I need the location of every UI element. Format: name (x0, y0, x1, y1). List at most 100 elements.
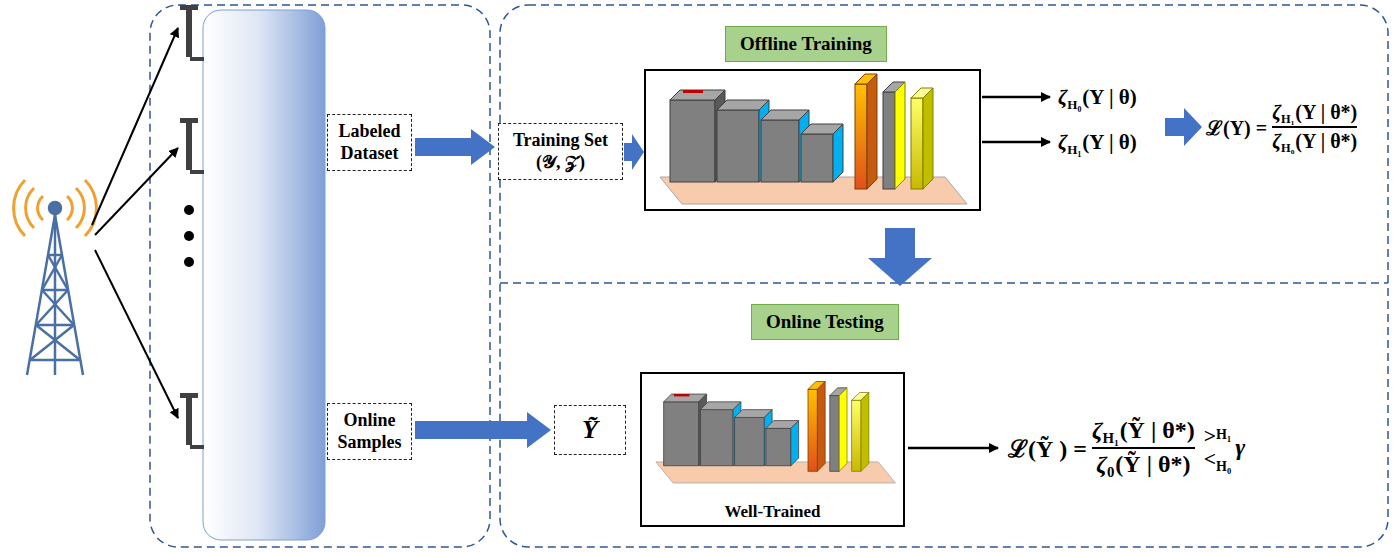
math-text: (Ỹ | θ*) (1120, 417, 1195, 445)
math-text: ℒ(Y) = (1206, 114, 1267, 141)
antennas (186, 5, 192, 57)
radio-waves (76, 188, 84, 228)
math-text: ζ (1058, 130, 1067, 155)
tower (42, 290, 74, 325)
antennas (190, 57, 204, 61)
math-text: ζ (1096, 451, 1107, 479)
radio-waves (26, 188, 34, 228)
tower (36, 324, 74, 327)
node-text: Online Testing (766, 311, 884, 333)
tower (36, 290, 68, 325)
flow-arrows (868, 228, 932, 286)
tower (42, 255, 62, 290)
math-text: H₀ (1281, 141, 1294, 155)
fraction: ζH₁(Y | θ*)ζH₀(Y | θ*) (1272, 101, 1357, 153)
fraction-bar (1092, 447, 1195, 449)
signal-arrows (92, 28, 178, 418)
radio-waves (14, 180, 97, 236)
tower (27, 202, 83, 375)
tower (49, 202, 61, 214)
radio-waves (14, 180, 25, 236)
antennas (184, 205, 194, 215)
math-term: ζ0(Ỹ | θ*) (1096, 451, 1190, 479)
input-box: Ỹ (554, 405, 626, 455)
math-term: ζH₁(Y | θ*) (1272, 101, 1357, 124)
decision-row: >H₁ (1204, 425, 1231, 448)
antennas (180, 118, 198, 123)
math-text: ζ (1058, 85, 1067, 110)
formula: ℒ(Y) =ζH₁(Y | θ*)ζH₀(Y | θ*) (1206, 101, 1362, 153)
math-term: ζH₀(Y | θ) (1058, 85, 1137, 110)
output-arrows (908, 447, 998, 450)
node-text: Labeled Dataset (334, 121, 405, 164)
tower (30, 325, 74, 360)
math-text: (Y | θ) (1082, 130, 1136, 155)
decision-rule: >H₁<H₀ (1204, 425, 1231, 470)
antennas (184, 231, 194, 241)
flow-arrow (415, 129, 495, 165)
math-text: (Y | θ*) (1295, 130, 1357, 153)
radio-waves (85, 180, 96, 236)
network-illustration (644, 378, 906, 494)
flow-arrows (1165, 108, 1202, 146)
node-text: Ỹ (582, 414, 598, 445)
radio-waves (67, 196, 72, 220)
tower (48, 254, 62, 257)
output-arrows (982, 96, 1050, 99)
flow-arrows (624, 134, 644, 170)
node-text: Offline Training (740, 33, 872, 55)
math-text: H₀ (1216, 459, 1231, 474)
math-text: ζ (1272, 101, 1281, 124)
output-arrows (908, 97, 1050, 448)
formula: ζH₀(Y | θ) (1058, 85, 1137, 110)
fraction: ζH₁(Ỹ | θ*)ζ0(Ỹ | θ*) (1092, 417, 1195, 478)
panels (500, 282, 1388, 284)
network-illustration (656, 382, 895, 483)
network-illustration (660, 74, 967, 204)
math-text: 0 (1107, 464, 1114, 481)
radio-waves (38, 196, 43, 220)
flow-arrow (415, 412, 551, 448)
math-text: H₁ (1281, 112, 1294, 126)
math-text: > (1204, 425, 1216, 448)
antennas (180, 5, 198, 10)
panels (500, 5, 1388, 547)
tower (36, 325, 80, 360)
math-text: (Y | θ) (1082, 85, 1136, 110)
network-box (645, 70, 980, 210)
math-text: γ (1235, 434, 1245, 461)
math-text: H₁ (1103, 430, 1119, 447)
antennas (190, 445, 204, 449)
stage-label: Online Testing (751, 304, 899, 340)
panels (150, 5, 490, 547)
trained-network-box: Well-Trained (640, 372, 905, 527)
antennas (180, 5, 204, 449)
math-text: (Y | θ*) (1295, 101, 1357, 124)
dataset-box: Labeled Dataset (327, 114, 412, 171)
output-arrows (982, 141, 1050, 144)
antennas (180, 393, 198, 398)
formula: ℒ(Ỹ ) =ζH₁(Ỹ | θ*)ζ0(Ỹ | θ*)>H₁<H₀γ (1008, 417, 1245, 478)
panels (150, 5, 1388, 547)
receiver-bar (203, 10, 325, 540)
node-text: Online Samples (334, 410, 405, 453)
formula: ζH₁(Y | θ) (1058, 130, 1137, 155)
antennas (186, 393, 192, 445)
samples-box: Online Samples (327, 403, 412, 460)
math-text: H₁ (1216, 427, 1231, 442)
training-set-box: Training Set (𝒴, 𝒵) (498, 123, 623, 180)
signal-arrows (95, 250, 178, 418)
math-text: ζ (1272, 130, 1281, 153)
signal-arrows (95, 148, 178, 235)
math-text: ℒ(Ỹ ) = (1008, 431, 1087, 464)
math-term: ζH₁(Y | θ) (1058, 130, 1137, 155)
signal-arrows (92, 28, 178, 225)
math-text: H₁ (1067, 142, 1081, 158)
math-text: ζ (1092, 417, 1103, 445)
stage-label: Offline Training (725, 26, 887, 62)
math-term: ζH₀(Y | θ*) (1272, 130, 1357, 153)
decision-row: <H₀ (1204, 448, 1231, 471)
tower (30, 359, 80, 362)
